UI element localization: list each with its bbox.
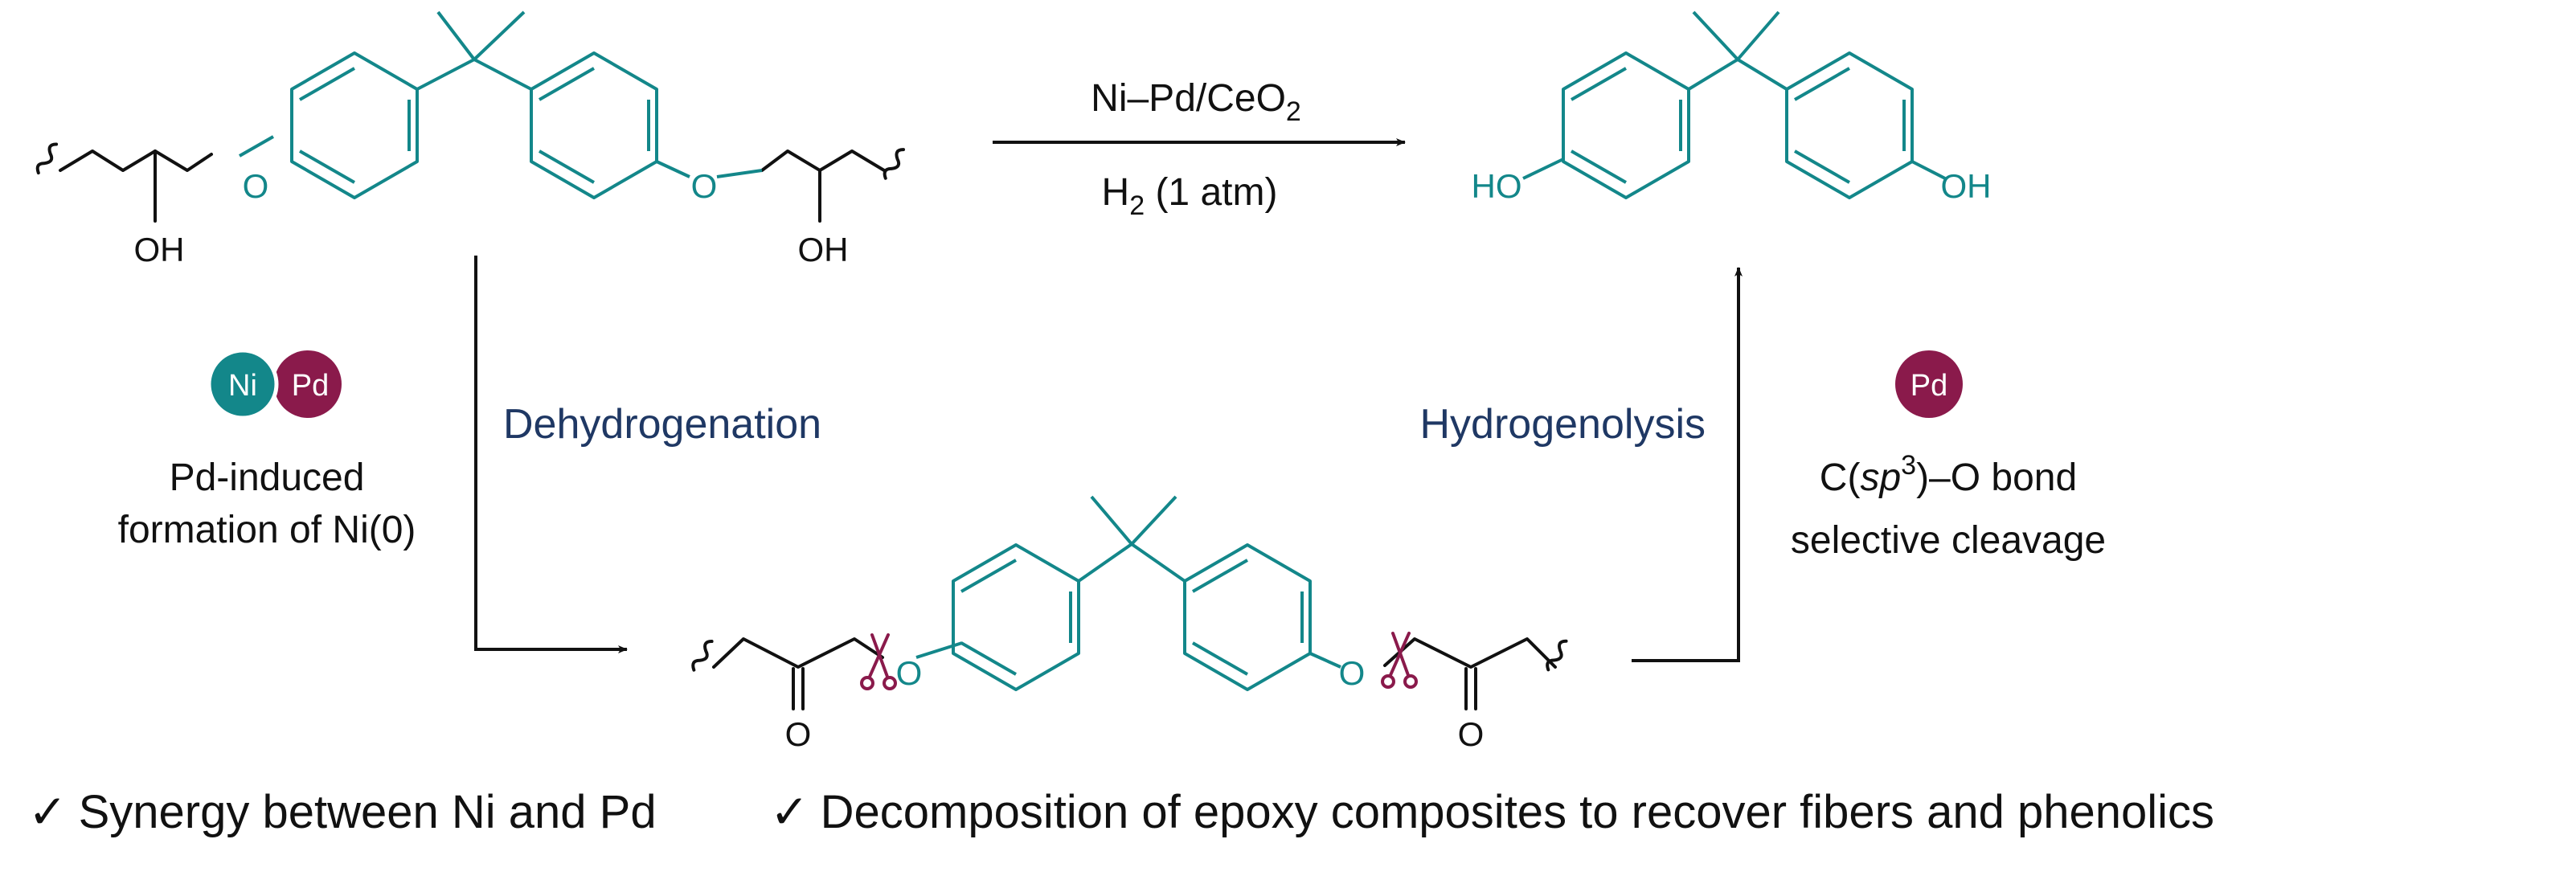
wavy-bond-right-icon (883, 148, 906, 180)
reactant-epoxy-polymer: O O OH OH (35, 10, 906, 268)
dehydrogenation-arrow (474, 256, 628, 653)
product-benzene-ring-2 (1785, 51, 1914, 199)
note-left-line1: Pd-induced (170, 456, 365, 499)
carbonyl-oxygen-left: O (785, 715, 812, 753)
ketone-chain-left (712, 637, 884, 669)
check-icon-1: ✓ (28, 786, 68, 838)
product-benzene-ring-1 (1562, 51, 1690, 199)
wavy-bond-left-icon (35, 142, 59, 175)
condition-subscript: 2 (1129, 190, 1145, 221)
hydrogenolysis-arrow (1632, 267, 1743, 662)
benzene-ring-2 (530, 51, 658, 199)
polymer-chain-right (760, 149, 886, 172)
condition-label: H2 (1 atm) (1102, 171, 1278, 221)
footer-item-1: ✓Synergy between Ni and Pd (28, 786, 657, 838)
polymer-chain-left (59, 149, 213, 172)
scissors-right-icon (1381, 632, 1418, 689)
footer-item-2: ✓Decomposition of epoxy composites to re… (770, 786, 2214, 838)
step-dehydrogenation: Dehydrogenation (503, 401, 821, 448)
scissors-left-icon (860, 633, 897, 690)
catalyst-subscript: 2 (1286, 96, 1301, 127)
check-icon-2: ✓ (770, 786, 809, 838)
pd-label-left: Pd (292, 369, 329, 403)
step-hydrogenolysis: Hydrogenolysis (1420, 401, 1706, 448)
product-bisphenol-a: HO OH (1472, 10, 1992, 205)
pd-badge: Pd (1895, 350, 1963, 418)
ether-oxygen-left: O (243, 167, 269, 205)
benzene-ring-1 (290, 51, 419, 199)
pd-circle-left (274, 350, 342, 418)
intermediate-ketone: O O O O (691, 495, 1568, 753)
hydroxyl-right: OH (798, 231, 849, 268)
ketone-chain-right (1383, 637, 1557, 669)
note-right-line1: C(sp3)–O bond (1820, 450, 2077, 499)
wavy-bond-ketone-left-icon (691, 640, 714, 672)
ketone-oxygen-ether-left: O (896, 654, 923, 692)
pd-label-right: Pd (1910, 369, 1947, 403)
ketone-oxygen-ether-right: O (1339, 654, 1366, 692)
ni-pd-badge: Ni Pd (207, 348, 342, 420)
wavy-bond-ketone-right-icon (1546, 639, 1568, 672)
catalyst-label: Ni–Pd/CeO2 (1091, 77, 1301, 127)
ni-label: Ni (228, 369, 257, 403)
ether-oxygen-right: O (691, 167, 718, 205)
carbonyl-oxygen-right: O (1458, 715, 1485, 753)
note-left-line2: formation of Ni(0) (118, 509, 416, 551)
product-hydroxyl-right: OH (1941, 167, 1992, 205)
ketone-benzene-ring-2 (1183, 543, 1312, 691)
note-right-line2: selective cleavage (1791, 519, 2106, 562)
ni-circle (207, 348, 279, 420)
ketone-benzene-ring-1 (952, 543, 1080, 691)
product-hydroxyl-left: HO (1472, 167, 1522, 205)
pd-circle-right (1895, 350, 1963, 418)
hydroxyl-left: OH (134, 231, 185, 268)
